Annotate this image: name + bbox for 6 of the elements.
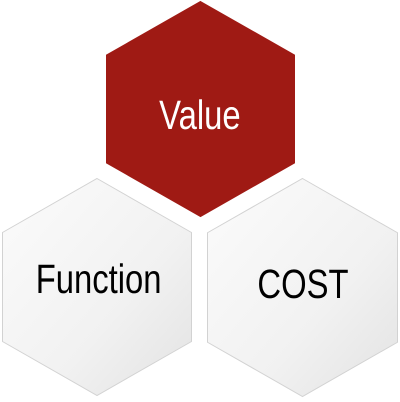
hexagon <box>106 1 295 217</box>
node-label: Value <box>159 94 241 136</box>
node-label: Function <box>35 258 162 300</box>
hexagon <box>2 178 192 396</box>
hexagon <box>207 178 398 397</box>
node-label: COST <box>257 264 349 304</box>
